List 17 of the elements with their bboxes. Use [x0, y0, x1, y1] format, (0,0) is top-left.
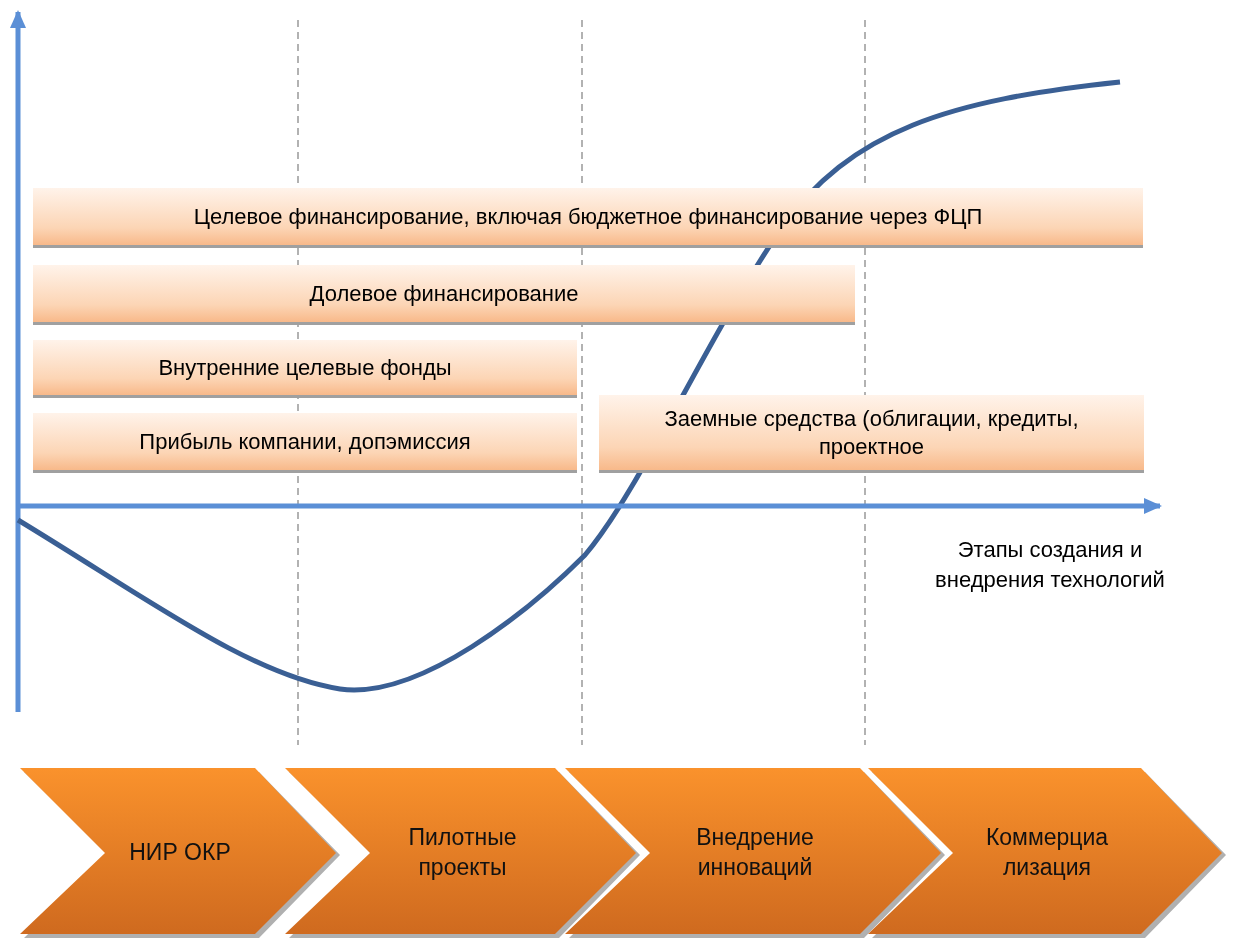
funding-bar [33, 265, 855, 325]
stage-label: Коммерциа лизация [984, 823, 1110, 882]
bar-label: Долевое финансирование [309, 279, 579, 308]
funding-bar [33, 413, 577, 473]
funding-bar [599, 395, 1144, 473]
bar-label: Внутренние целевые фонды [158, 353, 452, 382]
stage-label: НИР ОКР [129, 838, 231, 868]
axis-label: Этапы создания и внедрения технологий [934, 536, 1166, 594]
stage-label: Внедрение инноваций [695, 823, 815, 882]
bar-label: Заемные средства (облигации, кредиты, проектное [663, 405, 1080, 460]
stage-label: Пилотные проекты [407, 823, 518, 882]
stage-block [868, 768, 1226, 938]
bar-label: Прибыль компании, допэмиссия [139, 427, 471, 456]
funding-bar [33, 188, 1143, 248]
stage-block [20, 768, 340, 938]
funding-bar [33, 340, 577, 398]
bar-label: Целевое финансирование, включая бюджетное финансирование через ФЦП [193, 202, 983, 231]
